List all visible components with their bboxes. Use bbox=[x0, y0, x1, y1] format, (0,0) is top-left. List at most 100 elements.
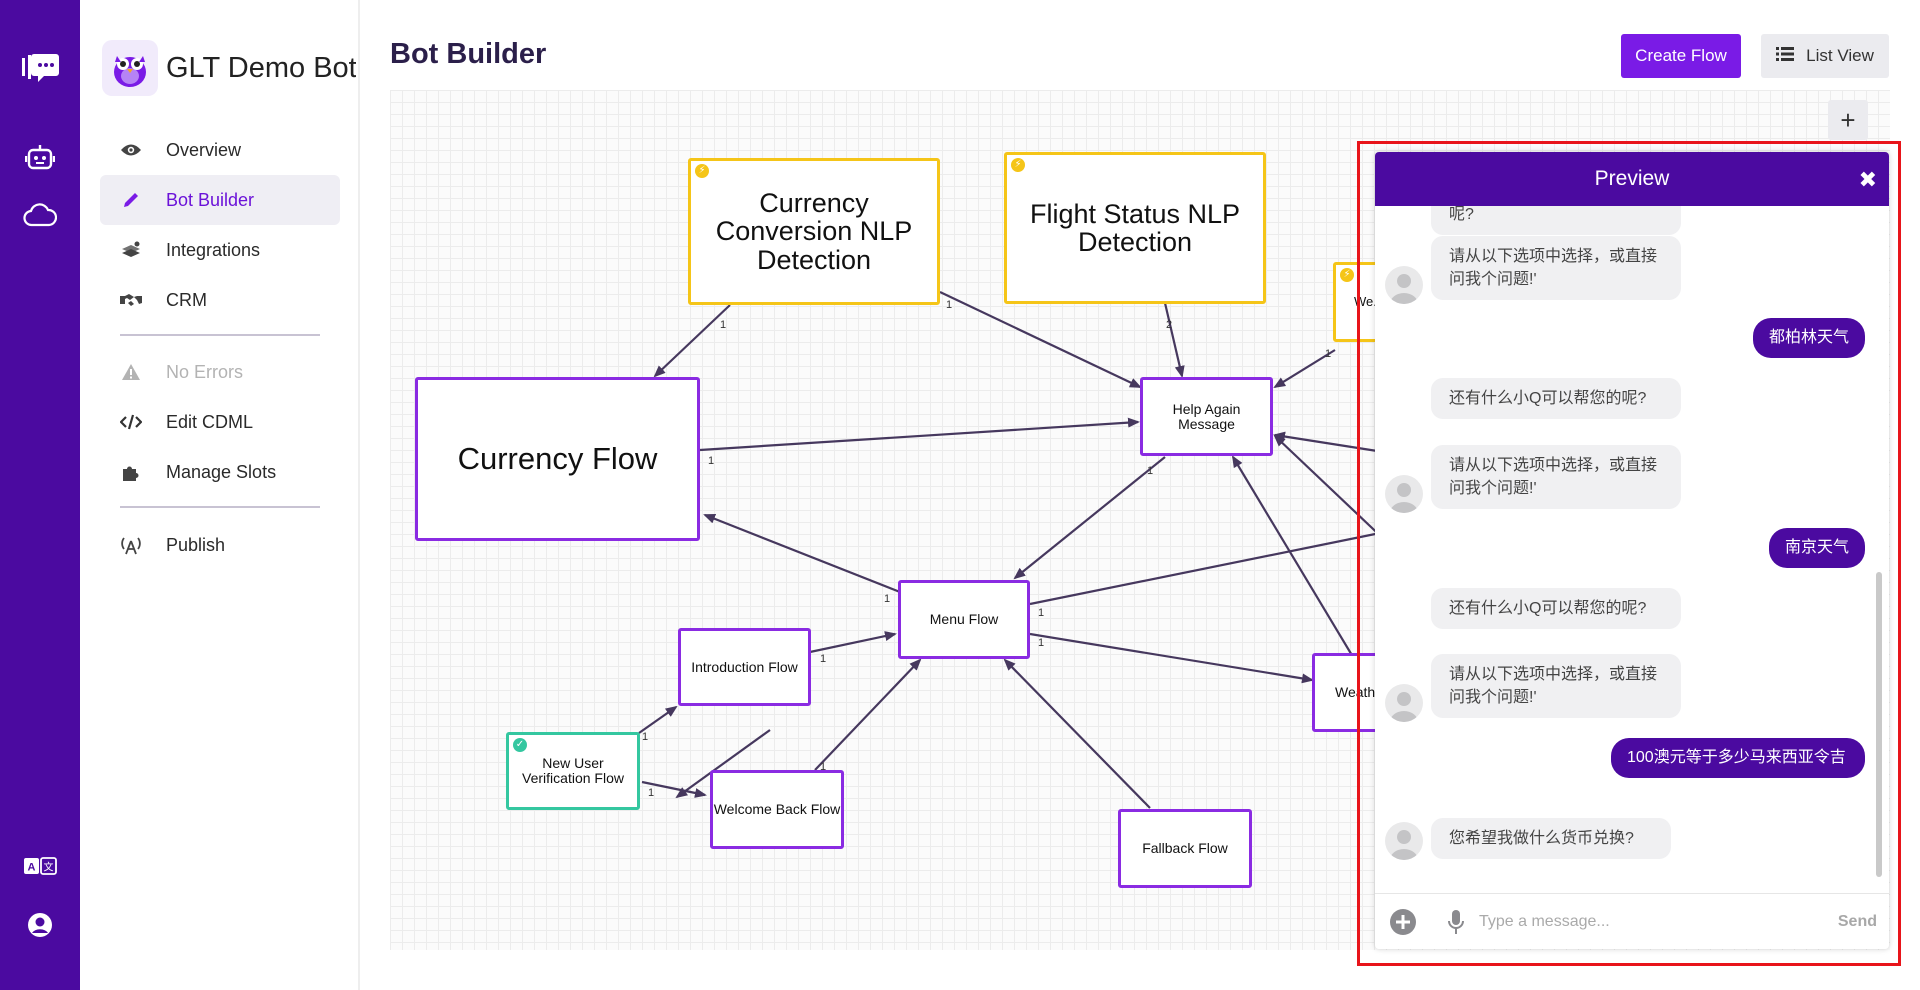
message-list[interactable]: 呢? 请从以下选项中选择，或直接问我个问题!' 都柏林天气 还有什么小Q可以帮您… bbox=[1375, 206, 1889, 886]
sidebar-divider bbox=[120, 506, 320, 508]
handshake-icon bbox=[118, 292, 144, 308]
preview-header: Preview ✖ bbox=[1375, 152, 1889, 206]
bot-message: 还有什么小Q可以帮您的呢? bbox=[1431, 378, 1681, 419]
edge-label: 1 bbox=[720, 319, 726, 331]
edge-welcome-back-to-menu-flow bbox=[814, 658, 922, 771]
eye-icon bbox=[118, 143, 144, 157]
node-weather[interactable]: Weath bbox=[1312, 653, 1392, 732]
sidebar: GLT Demo Bot Overview Bot Builder Integr… bbox=[80, 0, 360, 990]
page-title: Bot Builder bbox=[390, 38, 547, 70]
edge-flight-nlp-to-help-again bbox=[1163, 302, 1185, 378]
sidebar-item-label: Publish bbox=[166, 534, 226, 555]
sidebar-item-bot-builder[interactable]: Bot Builder bbox=[100, 175, 340, 225]
edge-menu-flow-to-currency-flow bbox=[703, 513, 901, 594]
bot-message: 请从以下选项中选择，或直接问我个问题!' bbox=[1431, 236, 1681, 300]
edge-label: 1 bbox=[946, 299, 952, 311]
puzzle-icon bbox=[118, 462, 144, 482]
preview-title: Preview bbox=[1594, 167, 1670, 190]
edge-new-user-to-welcome-back bbox=[641, 780, 707, 798]
node-help-again[interactable]: Help Again Message bbox=[1140, 377, 1273, 456]
integrations-icon bbox=[118, 241, 144, 259]
bot-avatar-icon bbox=[1385, 266, 1423, 304]
bot-avatar-icon bbox=[1385, 475, 1423, 513]
chat-logo-icon[interactable] bbox=[0, 52, 80, 86]
code-icon bbox=[118, 414, 144, 430]
edge-menu-flow-to-weather-branch bbox=[1029, 528, 1392, 606]
cloud-icon[interactable] bbox=[0, 203, 80, 227]
sidebar-item-errors: No Errors bbox=[100, 347, 340, 397]
node-new-user[interactable]: ✓ New User Verification Flow bbox=[506, 732, 640, 810]
node-fallback[interactable]: Fallback Flow bbox=[1118, 809, 1252, 888]
edge-currency-flow-to-help-again bbox=[699, 417, 1140, 452]
edge-currency-nlp-to-currency-flow bbox=[653, 304, 731, 378]
microphone-icon[interactable] bbox=[1447, 908, 1465, 936]
sidebar-item-publish[interactable]: Publish bbox=[100, 520, 340, 570]
sidebar-item-label: Bot Builder bbox=[166, 189, 255, 210]
edge-new-user-to-intro bbox=[675, 729, 771, 799]
edge-label: 1 bbox=[1038, 637, 1044, 649]
edge-label: 1 bbox=[708, 455, 714, 467]
edge-new-user-to-intro-flow bbox=[638, 705, 678, 734]
edge-weather-to-help-again bbox=[1231, 455, 1354, 658]
node-menu-flow[interactable]: Menu Flow bbox=[898, 580, 1030, 659]
edge-help-again-to-menu-flow bbox=[1013, 456, 1166, 580]
edge-label: 1 bbox=[1147, 465, 1153, 477]
svg-text:文: 文 bbox=[44, 861, 54, 874]
sidebar-item-manage-slots[interactable]: Manage Slots bbox=[100, 447, 340, 497]
bot-avatar-icon bbox=[1385, 684, 1423, 722]
edge-label: 1 bbox=[820, 761, 826, 773]
bot-message: 您希望我做什么货币兑换? bbox=[1431, 818, 1671, 859]
lightning-icon: ⚡ bbox=[695, 164, 709, 178]
bot-message: 请从以下选项中选择，或直接问我个问题!' bbox=[1431, 445, 1681, 509]
sidebar-item-label: Integrations bbox=[166, 239, 261, 260]
node-flight-nlp[interactable]: ⚡ Flight Status NLP Detection bbox=[1004, 152, 1266, 304]
robot-icon[interactable] bbox=[0, 143, 80, 171]
sidebar-item-label: Edit CDML bbox=[166, 411, 254, 432]
add-attachment-icon[interactable] bbox=[1389, 908, 1417, 936]
user-circle-icon[interactable] bbox=[0, 912, 80, 938]
brand-name: GLT Demo Bot bbox=[166, 51, 356, 84]
bot-avatar-icon bbox=[1385, 822, 1423, 860]
edge-label: 1 bbox=[1325, 348, 1331, 360]
edge-label: 1 bbox=[884, 593, 890, 605]
sidebar-item-integrations[interactable]: Integrations bbox=[100, 225, 340, 275]
close-icon[interactable]: ✖ bbox=[1858, 167, 1877, 192]
list-view-button[interactable]: List View bbox=[1761, 34, 1889, 78]
check-icon: ✓ bbox=[513, 738, 527, 752]
highlight-frame bbox=[1357, 141, 1901, 966]
node-currency-flow[interactable]: Currency Flow bbox=[415, 377, 700, 541]
edge-label: 1 bbox=[642, 731, 648, 743]
sidebar-item-edit-cdml[interactable]: Edit CDML bbox=[100, 397, 340, 447]
lightning-icon: ⚡ bbox=[1340, 268, 1354, 282]
sidebar-item-label: Overview bbox=[166, 139, 242, 160]
sidebar-item-label: No Errors bbox=[166, 361, 244, 382]
sidebar-item-label: Manage Slots bbox=[166, 461, 277, 482]
bot-message: 呢? bbox=[1431, 206, 1681, 235]
edge-intro-to-menu-flow bbox=[809, 631, 897, 654]
sidebar-divider bbox=[120, 334, 320, 336]
bot-message: 请从以下选项中选择，或直接问我个问题!' bbox=[1431, 654, 1681, 718]
pencil-icon bbox=[118, 191, 144, 209]
send-button[interactable]: Send bbox=[1837, 912, 1877, 930]
edge-label: 1 bbox=[1038, 607, 1044, 619]
bot-avatar-logo bbox=[102, 40, 158, 96]
node-intro-flow[interactable]: Introduction Flow bbox=[678, 628, 811, 706]
node-currency-nlp[interactable]: ⚡ Currency Conversion NLP Detection bbox=[688, 158, 940, 305]
sidebar-item-overview[interactable]: Overview bbox=[100, 125, 340, 175]
user-message: 都柏林天气 bbox=[1752, 318, 1865, 358]
edge-label: 1 bbox=[820, 653, 826, 665]
brand[interactable]: GLT Demo Bot bbox=[102, 40, 356, 96]
create-flow-button[interactable]: Create Flow bbox=[1621, 34, 1741, 78]
message-scrollbar[interactable] bbox=[1876, 572, 1882, 877]
node-welcome-back[interactable]: Welcome Back Flow bbox=[710, 770, 844, 849]
list-icon bbox=[1776, 46, 1795, 66]
add-node-button[interactable]: + bbox=[1828, 100, 1868, 140]
sidebar-item-crm[interactable]: CRM bbox=[100, 275, 340, 325]
edge-menu-flow-to-weather bbox=[1029, 632, 1314, 684]
message-composer: Send bbox=[1375, 893, 1889, 949]
lightning-icon: ⚡ bbox=[1011, 158, 1025, 172]
edge-currency-nlp-to-help-again bbox=[939, 291, 1142, 388]
message-input[interactable] bbox=[1479, 912, 1819, 931]
